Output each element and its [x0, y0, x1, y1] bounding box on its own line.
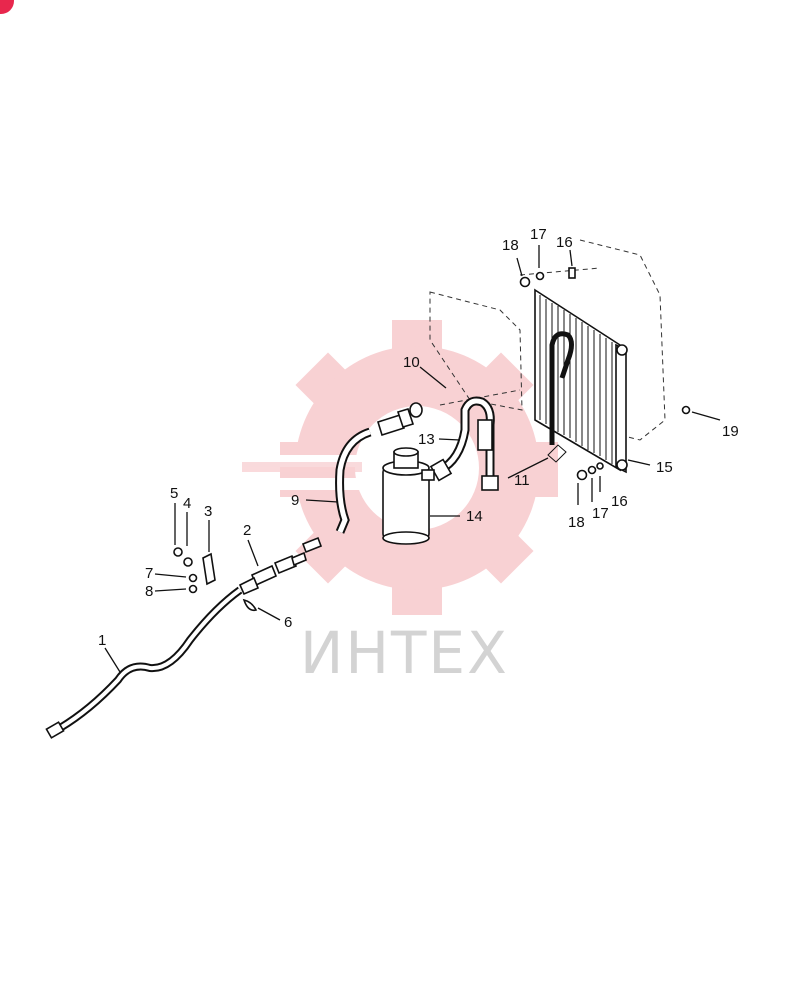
- callout-17-top: 17: [530, 226, 547, 243]
- callout-7: 7: [145, 565, 153, 582]
- callout-16-bottom: 16: [611, 493, 628, 510]
- condenser-tube-fitting: [547, 444, 567, 463]
- callout-4: 4: [183, 495, 191, 512]
- callout-13: 13: [418, 431, 435, 448]
- callout-labels: 1 2 3 4 5 6 7 8 9 10 11 13 14 15 16 16 1…: [98, 226, 739, 649]
- callout-3: 3: [204, 503, 212, 520]
- connector-10: [377, 402, 423, 437]
- hose-fitting-right: [481, 475, 499, 491]
- callout-6: 6: [284, 614, 292, 631]
- callout-17-bottom: 17: [592, 505, 609, 522]
- pipe-end-fitting: [45, 721, 65, 739]
- callout-16-top: 16: [556, 234, 573, 251]
- callout-14: 14: [466, 508, 483, 525]
- callout-5: 5: [170, 485, 178, 502]
- callout-8: 8: [145, 583, 153, 600]
- fitting-2: [238, 536, 323, 596]
- clamp-assembly: [173, 547, 258, 612]
- callout-10: 10: [403, 354, 420, 371]
- callout-1: 1: [98, 632, 106, 649]
- watermark-text: ИНТЕХ: [300, 619, 509, 687]
- hose-fitting-left: [429, 458, 453, 482]
- callout-9: 9: [291, 492, 299, 509]
- condenser-tube: [549, 331, 574, 445]
- callout-18-bottom: 18: [568, 514, 585, 531]
- hose-clamp: [477, 419, 493, 451]
- callout-11: 11: [514, 472, 530, 489]
- hardware-fasteners: [519, 267, 691, 481]
- callout-19: 19: [722, 423, 739, 440]
- leader-lines: [104, 245, 721, 673]
- receiver-drier: [382, 447, 435, 545]
- callout-2: 2: [243, 522, 251, 539]
- callout-18-top: 18: [502, 237, 519, 254]
- callout-15: 15: [656, 459, 673, 476]
